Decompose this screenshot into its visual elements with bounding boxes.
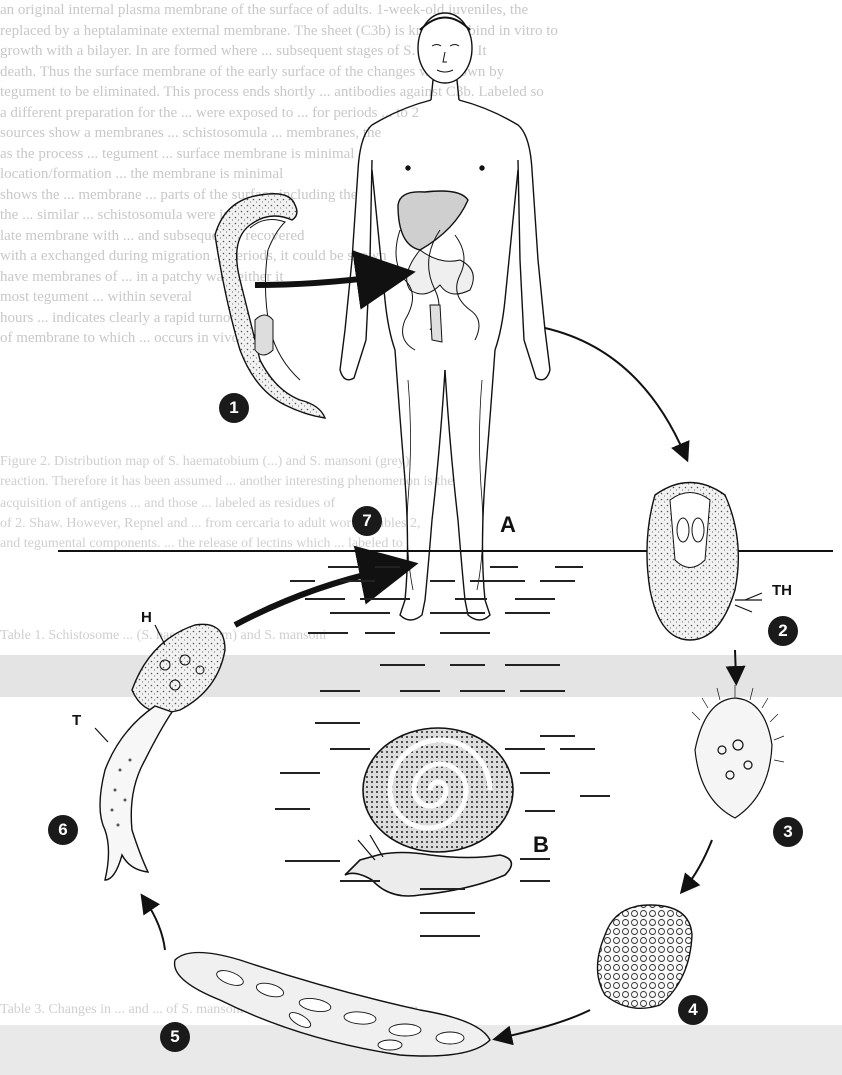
label-blank-line [520, 880, 550, 882]
label-blank-line [420, 888, 465, 890]
part-label-t: T [72, 712, 81, 729]
label-blank-line [580, 795, 610, 797]
label-blank-line [505, 748, 545, 750]
label-blank-line [460, 690, 505, 692]
part-label-h: H [141, 609, 152, 626]
label-blank-line [430, 612, 485, 614]
label-blank-line [540, 735, 575, 737]
label-blank-line [525, 810, 555, 812]
stage-badge-7: 7 [352, 506, 382, 536]
host-label-a: A [500, 512, 516, 538]
label-blank-line [280, 772, 320, 774]
stage-badge-1: 1 [219, 393, 249, 423]
label-blank-line [505, 612, 550, 614]
cercaria [100, 624, 225, 880]
label-blank-line [520, 772, 550, 774]
label-blank-line [420, 935, 480, 937]
label-blank-line [455, 598, 487, 600]
label-blank-line [490, 566, 518, 568]
label-blank-line [275, 808, 310, 810]
stage-badge-3: 3 [773, 817, 803, 847]
sporocyst [598, 905, 693, 1008]
label-blank-line [340, 580, 375, 582]
miracidium [692, 685, 784, 818]
daughter-sporocyst [175, 953, 490, 1057]
label-blank-line [420, 912, 475, 914]
host-label-b: B [533, 832, 549, 858]
label-blank-line [515, 598, 555, 600]
stage-badge-2: 2 [768, 616, 798, 646]
label-blank-line [330, 612, 390, 614]
miracidium-in-egg [647, 483, 762, 641]
label-blank-line [520, 858, 550, 860]
label-blank-line [440, 632, 490, 634]
label-blank-line [320, 690, 360, 692]
label-blank-line [555, 566, 583, 568]
label-blank-line [400, 690, 440, 692]
label-blank-line [365, 632, 395, 634]
label-blank-line [308, 632, 348, 634]
label-blank-line [305, 598, 345, 600]
snail-host [345, 728, 513, 896]
label-blank-line [375, 566, 400, 568]
label-blank-line [360, 598, 410, 600]
label-blank-line [505, 664, 560, 666]
label-blank-line [470, 580, 525, 582]
label-blank-line [340, 880, 380, 882]
label-blank-line [285, 860, 340, 862]
part-label-th: TH [772, 582, 792, 599]
label-blank-line [560, 748, 595, 750]
label-blank-line [540, 580, 575, 582]
label-blank-line [380, 664, 425, 666]
stage-badge-5: 5 [160, 1022, 190, 1052]
label-blank-line [315, 722, 360, 724]
label-blank-line [450, 664, 485, 666]
label-blank-line [290, 580, 315, 582]
adult-worm-pair [215, 194, 325, 418]
label-blank-line [330, 748, 370, 750]
label-blank-line [520, 690, 565, 692]
stage-badge-6: 6 [48, 815, 78, 845]
label-blank-line [328, 566, 360, 568]
label-blank-line [430, 580, 455, 582]
stage-badge-4: 4 [678, 995, 708, 1025]
